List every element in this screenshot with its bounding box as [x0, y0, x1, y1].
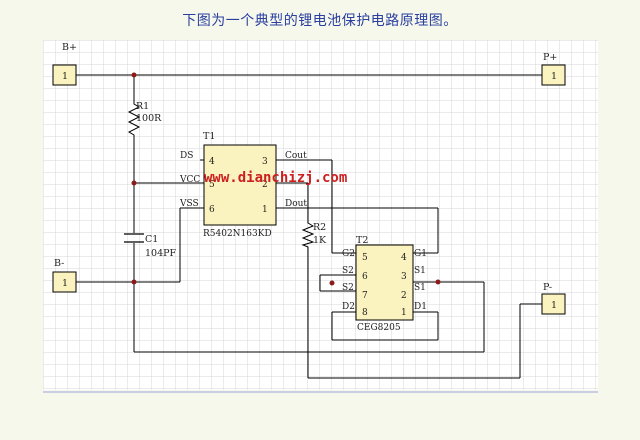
junction-dot: [131, 279, 137, 285]
junction-dot: [435, 279, 441, 285]
watermark: www.dianchizj.com: [204, 170, 347, 186]
t2-pin: 8: [362, 308, 368, 318]
terminal-pin: 1: [551, 300, 557, 311]
t1-pin: 2: [262, 180, 268, 190]
resistor-r2: R2 1K: [301, 220, 327, 248]
t1-ref: T1: [203, 131, 215, 142]
t2-label-s2: S2: [342, 283, 354, 293]
t2-label-g1: G1: [414, 249, 427, 259]
c1-ref: C1: [145, 234, 158, 245]
t1-label-dout: Dout: [285, 199, 307, 209]
junction-dots: [131, 72, 441, 286]
t2-label-g2: G2: [342, 249, 355, 259]
terminal-label: P+: [543, 52, 557, 63]
c1-value: 104PF: [145, 248, 177, 259]
t1-pin: 4: [209, 157, 215, 167]
t1-pin: 5: [209, 180, 215, 190]
t2-part: CEG8205: [357, 323, 401, 333]
t1-pin: 1: [262, 205, 268, 215]
t1-label-cout: Cout: [285, 151, 307, 161]
junction-dot: [131, 180, 137, 186]
grid-pattern: [43, 40, 598, 390]
terminal-pin: 1: [62, 278, 68, 289]
t2-pin: 1: [401, 308, 407, 318]
terminal-pin: 1: [62, 71, 68, 82]
terminal-label: P-: [543, 282, 552, 293]
t2-pin: 5: [362, 253, 368, 263]
t2-pin: 2: [401, 291, 407, 301]
r2-value: 1K: [313, 235, 327, 246]
t2-pin: 6: [362, 272, 368, 282]
t1-label-vss: VSS: [179, 199, 199, 209]
t2-label-d1: D1: [414, 302, 427, 312]
resistor-r1: R1 100R: [127, 100, 162, 138]
r1-ref: R1: [136, 101, 149, 112]
terminal-label: B+: [62, 42, 77, 53]
t1-pin: 3: [262, 157, 268, 167]
r2-ref: R2: [313, 222, 326, 233]
t2-pin: 3: [401, 272, 407, 282]
junction-dot: [131, 72, 137, 78]
t2-label-s2: S2: [342, 266, 354, 276]
terminal-b-minus: 1 B-: [52, 258, 77, 293]
junction-dot: [329, 280, 335, 286]
chip-t2: T2 G2 S2 S2 D2 5 6 7 8 4 3 2 1 G1 S1 S1 …: [342, 235, 427, 333]
terminal-label: B-: [54, 258, 64, 269]
t2-pin: 7: [362, 291, 368, 301]
capacitor-c1: C1 104PF: [124, 233, 177, 259]
t1-pin: 6: [209, 205, 215, 215]
t2-label-s1: S1: [414, 266, 426, 276]
r1-value: 100R: [136, 113, 162, 124]
terminal-p-plus: 1 P+: [541, 52, 566, 86]
chip-t1: T1 DS VCC VSS 4 5 6 3 2 1 Cout Dout R540…: [179, 131, 307, 239]
wires: [76, 74, 542, 379]
t2-label-s1: S1: [414, 283, 426, 293]
terminal-pin: 1: [551, 71, 557, 82]
terminal-p-minus: 1 P-: [541, 282, 566, 315]
t1-label-ds: DS: [180, 151, 193, 161]
t2-ref: T2: [356, 235, 368, 246]
terminal-b-plus: 1 B+: [52, 42, 77, 86]
t1-label-vcc: VCC: [179, 175, 200, 185]
page-title: 下图为一个典型的锂电池保护电路原理图。: [182, 13, 458, 29]
t2-label-d2: D2: [342, 302, 355, 312]
t1-part: R5402N163KD: [203, 229, 272, 239]
t2-pin: 4: [401, 253, 407, 263]
